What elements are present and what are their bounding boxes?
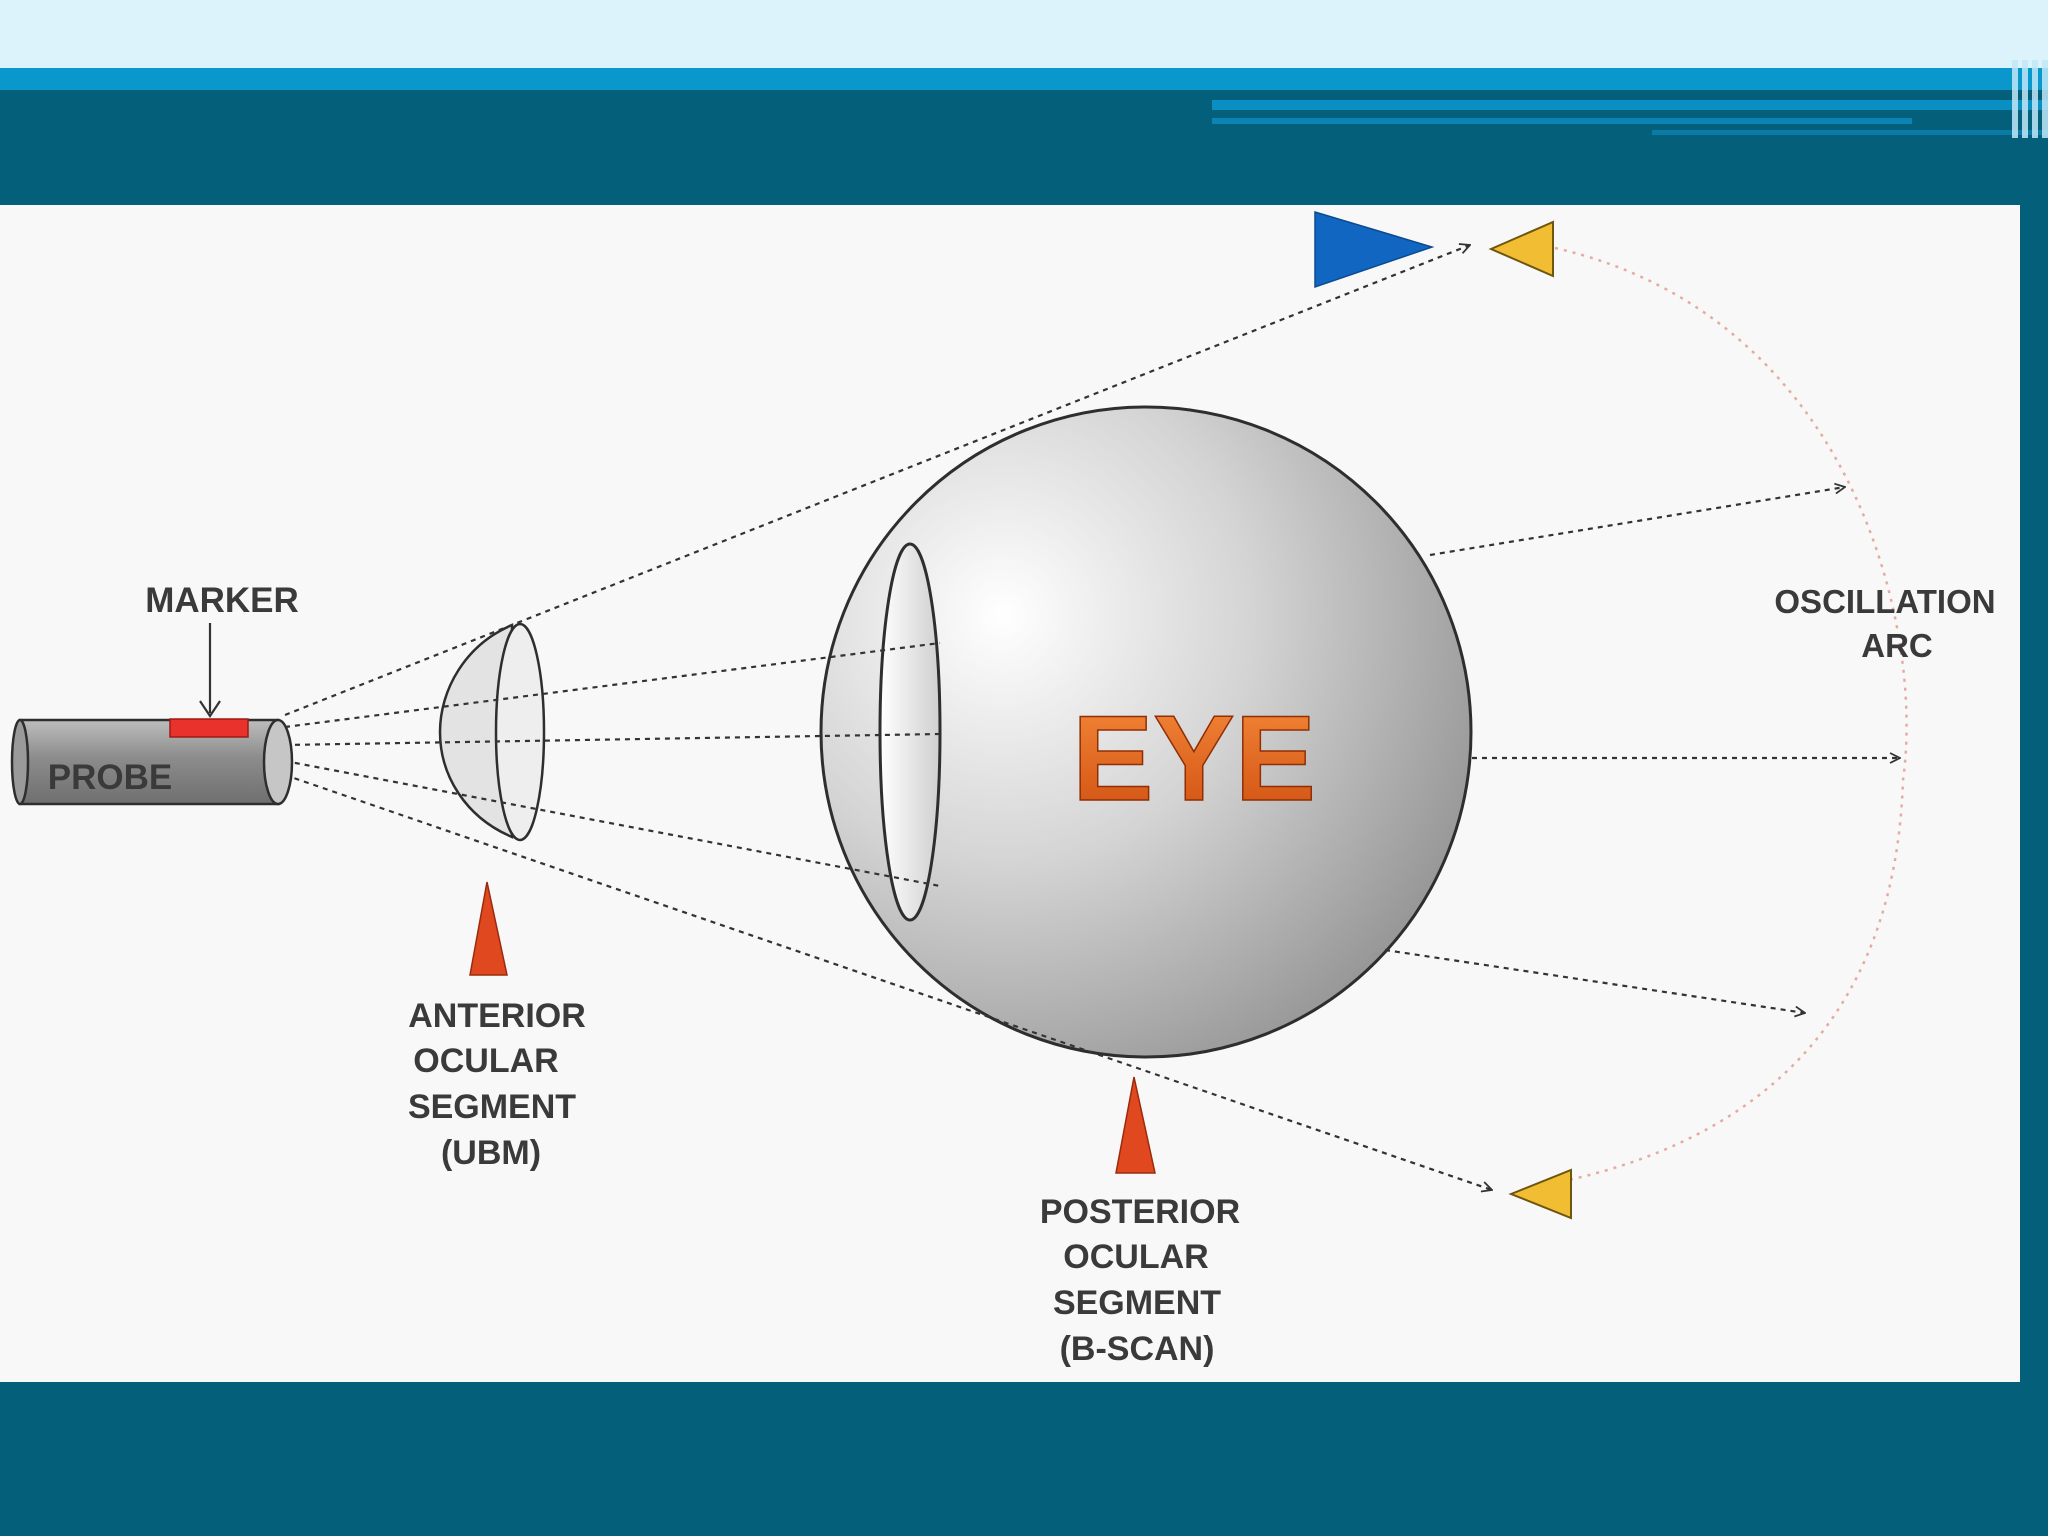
- eye-cut-face: [878, 542, 942, 922]
- lens-rim: [494, 622, 546, 842]
- direction-triangle-icon: [1488, 220, 1554, 278]
- beam-line: [284, 641, 941, 729]
- pointer-triangle-icon: [469, 881, 508, 976]
- oscillation-label-line: ARC: [1861, 627, 1933, 664]
- diagram-panel: MARKER PROBE EYE OSCILLATION ARC ANTERIO…: [0, 205, 2020, 1382]
- anterior-label-line: (UBM): [441, 1134, 541, 1172]
- beam-line: [284, 773, 1492, 1190]
- slide-accent-line: [1212, 100, 2048, 110]
- anterior-label-line: OCULAR: [413, 1042, 558, 1080]
- eye-label: EYE: [1072, 690, 1316, 826]
- posterior-label-line: SEGMENT: [1053, 1284, 1221, 1322]
- marker-icon: [169, 718, 249, 738]
- slide-accent-line: [1212, 118, 1912, 124]
- marker-arrow-head: [199, 700, 221, 718]
- direction-triangle-icon: [1314, 210, 1435, 289]
- marker-label: MARKER: [145, 581, 299, 620]
- slide-accent-stripe: [0, 68, 2048, 90]
- direction-triangle-icon: [1508, 1168, 1572, 1220]
- posterior-label-line: POSTERIOR: [1040, 1193, 1240, 1231]
- beam-line: [284, 759, 941, 888]
- slide-accent-line: [1652, 130, 2048, 135]
- oscillation-label-line: OSCILLATION: [1774, 583, 1995, 620]
- slide-top-band: [0, 0, 2048, 68]
- probe-label: PROBE: [48, 758, 172, 797]
- beam-line: [284, 245, 1470, 717]
- ultrasound-diagram: MARKER PROBE EYE OSCILLATION ARC ANTERIO…: [10, 210, 1996, 1368]
- eye-globe-icon: [819, 405, 1473, 1059]
- slide-corner-ornament: [1990, 60, 2048, 138]
- posterior-label-line: OCULAR: [1063, 1238, 1208, 1276]
- lens-icon: [438, 623, 514, 839]
- beam-line: [1429, 487, 1845, 557]
- anterior-label-line: ANTERIOR: [408, 997, 586, 1035]
- beam-line: [1384, 948, 1805, 1013]
- ultrasound-beams: [284, 245, 1900, 1190]
- pointer-triangle-icon: [1115, 1076, 1156, 1174]
- oscillation-arc: [1554, 246, 1908, 1185]
- posterior-label-line: (B-SCAN): [1060, 1330, 1215, 1368]
- anterior-label-line: SEGMENT: [408, 1088, 576, 1126]
